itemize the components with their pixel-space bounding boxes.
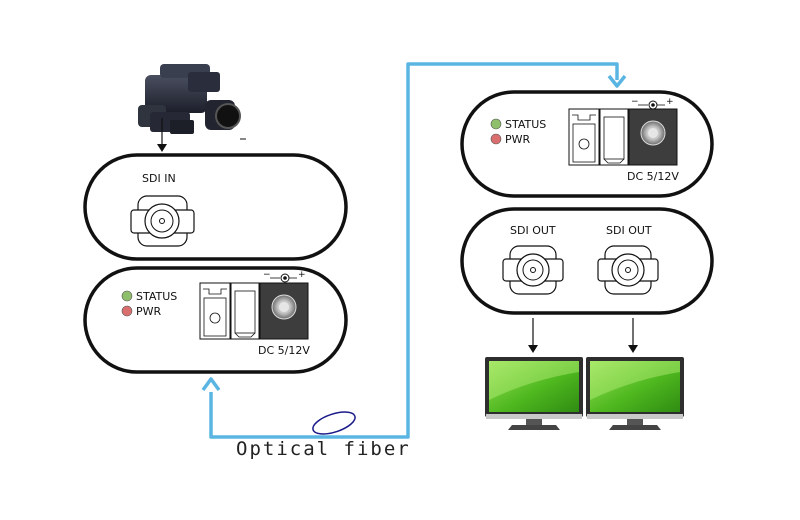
monitor-1-icon bbox=[485, 357, 583, 430]
rx-dc-label: DC 5/12V bbox=[627, 170, 679, 183]
fiber-arrow-down bbox=[607, 74, 627, 88]
rx-power-label: PWR bbox=[505, 133, 531, 146]
tx-power-led-icon bbox=[121, 305, 133, 317]
rx-polarity-minus: − bbox=[631, 97, 639, 107]
fiber-arrow-up bbox=[201, 377, 221, 392]
tx-input-panel bbox=[83, 153, 348, 261]
sdi-out-2-label: SDI OUT bbox=[606, 224, 652, 237]
rx-fiber-port bbox=[568, 108, 629, 166]
sdi-in-label: SDI IN bbox=[142, 172, 176, 185]
tx-polarity-minus: − bbox=[263, 270, 271, 280]
optical-fiber-line bbox=[201, 62, 627, 439]
rx-polarity-plus: + bbox=[666, 97, 674, 107]
tx-dc-jack bbox=[259, 282, 309, 340]
camera-arrow-head bbox=[157, 144, 167, 152]
monitor-2-icon bbox=[586, 357, 684, 430]
rx-polarity-icon bbox=[638, 100, 665, 110]
tx-status-label: STATUS bbox=[136, 290, 178, 303]
out2-arrow-head bbox=[628, 345, 638, 353]
tx-dc-label: DC 5/12V bbox=[258, 344, 310, 357]
video-camera-icon bbox=[138, 64, 246, 140]
optical-fiber-label: Optical fiber bbox=[236, 438, 411, 460]
tx-power-label: PWR bbox=[136, 305, 162, 318]
tx-status-led-icon bbox=[121, 290, 133, 302]
rx-power-led-icon bbox=[490, 133, 502, 145]
rx-output-panel bbox=[460, 207, 714, 315]
tx-polarity-plus: + bbox=[298, 270, 306, 280]
out1-arrow-head bbox=[528, 345, 538, 353]
rx-status-label: STATUS bbox=[505, 118, 547, 131]
tx-polarity-icon bbox=[270, 273, 297, 283]
rx-status-led-icon bbox=[490, 118, 502, 130]
sdi-in-bnc-connector bbox=[130, 195, 195, 247]
tx-fiber-port bbox=[199, 282, 260, 340]
sdi-out-1-label: SDI OUT bbox=[510, 224, 556, 237]
sdi-out-1-bnc-connector bbox=[502, 245, 564, 295]
fiber-coil-icon bbox=[312, 411, 356, 435]
rx-dc-jack bbox=[628, 108, 678, 166]
sdi-out-2-bnc-connector bbox=[597, 245, 659, 295]
